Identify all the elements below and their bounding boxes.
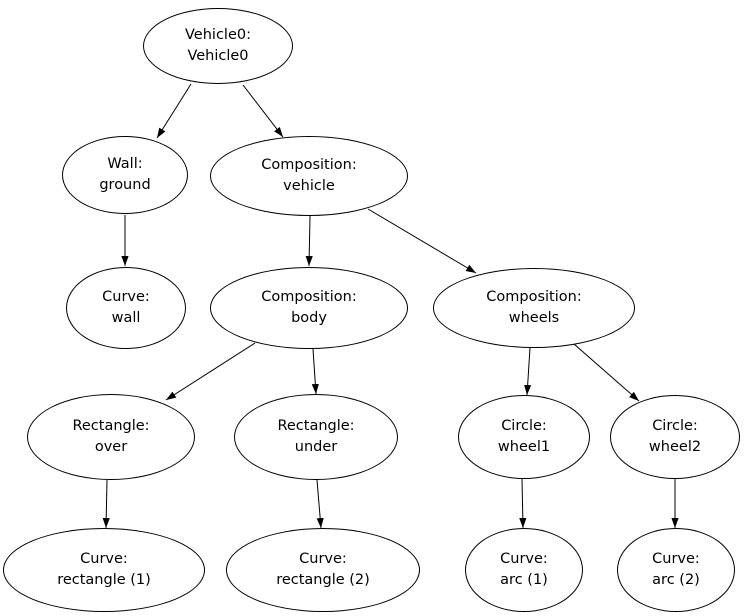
node-rectangle-over-label-line1: Rectangle:	[72, 418, 150, 434]
node-curve-rectangle-1-label-line1: Curve:	[80, 551, 128, 567]
node-composition-vehicle: Composition: vehicle	[210, 136, 408, 216]
node-rectangle-over: Rectangle: over	[27, 394, 195, 480]
node-curve-arc-1-label-line2: arc (1)	[500, 572, 548, 588]
edge-composition-vehicle-to-composition-wheels	[367, 208, 477, 274]
edge-rectangle-over-to-curve-rectangle-1	[102, 479, 110, 529]
node-curve-rectangle-1-label-line2: rectangle (1)	[57, 572, 151, 588]
node-curve-wall-label-line1: Curve:	[102, 289, 150, 305]
node-composition-vehicle-label-line2: vehicle	[283, 178, 335, 194]
node-vehicle0-label-line1: Vehicle0:	[185, 27, 251, 43]
node-curve-rectangle-2-label-line1: Curve:	[299, 551, 347, 567]
node-composition-wheels-label-line2: wheels	[508, 310, 560, 326]
node-composition-body-label-line1: Composition:	[261, 289, 357, 305]
node-circle-wheel2-label-line2: wheel2	[648, 439, 702, 455]
node-circle-wheel1-label-line2: wheel1	[497, 439, 551, 455]
node-curve-wall-label-line2: wall	[111, 310, 141, 326]
edge-composition-vehicle-to-composition-body	[305, 215, 313, 267]
node-vehicle0-label-line2: Vehicle0	[187, 48, 249, 64]
node-curve-arc-1: Curve: arc (1)	[465, 528, 583, 612]
node-curve-arc-2-label-line2: arc (2)	[652, 572, 700, 588]
node-composition-wheels: Composition: wheels	[433, 268, 635, 348]
node-wall-ground-label-line1: Wall:	[107, 156, 143, 172]
node-curve-arc-1-label-line1: Curve:	[500, 551, 548, 567]
node-wall-ground-label-line2: ground	[99, 177, 151, 193]
node-rectangle-over-label-line2: over	[94, 439, 128, 455]
node-composition-vehicle-label-line1: Composition:	[261, 157, 357, 173]
node-curve-rectangle-2-label-line2: rectangle (2)	[276, 572, 370, 588]
edge-rectangle-under-to-curve-rectangle-2	[316, 479, 324, 529]
edge-vehicle0-to-wall-ground	[156, 83, 192, 139]
node-rectangle-under: Rectangle: under	[234, 394, 398, 480]
edge-composition-wheels-to-circle-wheel1	[524, 347, 532, 396]
edge-composition-wheels-to-circle-wheel2	[573, 343, 640, 402]
node-composition-body: Composition: body	[210, 267, 408, 349]
node-rectangle-under-label-line2: under	[294, 439, 338, 455]
node-curve-arc-2: Curve: arc (2)	[617, 528, 735, 612]
node-rectangle-under-label-line1: Rectangle:	[277, 418, 355, 434]
node-curve-rectangle-2: Curve: rectangle (2)	[226, 528, 420, 612]
edge-composition-body-to-rectangle-over	[165, 342, 256, 401]
node-composition-wheels-label-line1: Composition:	[486, 289, 582, 305]
node-curve-arc-2-label-line1: Curve:	[652, 551, 700, 567]
node-circle-wheel2-label-line1: Circle:	[652, 418, 698, 434]
node-wall-ground: Wall: ground	[62, 136, 188, 214]
edge-composition-body-to-rectangle-under	[311, 348, 319, 395]
node-curve-wall: Curve: wall	[66, 267, 186, 349]
node-circle-wheel1-label-line1: Circle:	[501, 418, 547, 434]
node-curve-rectangle-1: Curve: rectangle (1)	[3, 528, 205, 612]
node-vehicle0: Vehicle0: Vehicle0	[143, 8, 293, 84]
edge-circle-wheel1-to-curve-arc-1	[519, 478, 527, 529]
node-circle-wheel2: Circle: wheel2	[610, 395, 740, 479]
node-composition-body-label-line2: body	[291, 310, 327, 326]
edge-vehicle0-to-composition-vehicle	[242, 84, 284, 138]
node-circle-wheel1: Circle: wheel1	[458, 395, 590, 479]
